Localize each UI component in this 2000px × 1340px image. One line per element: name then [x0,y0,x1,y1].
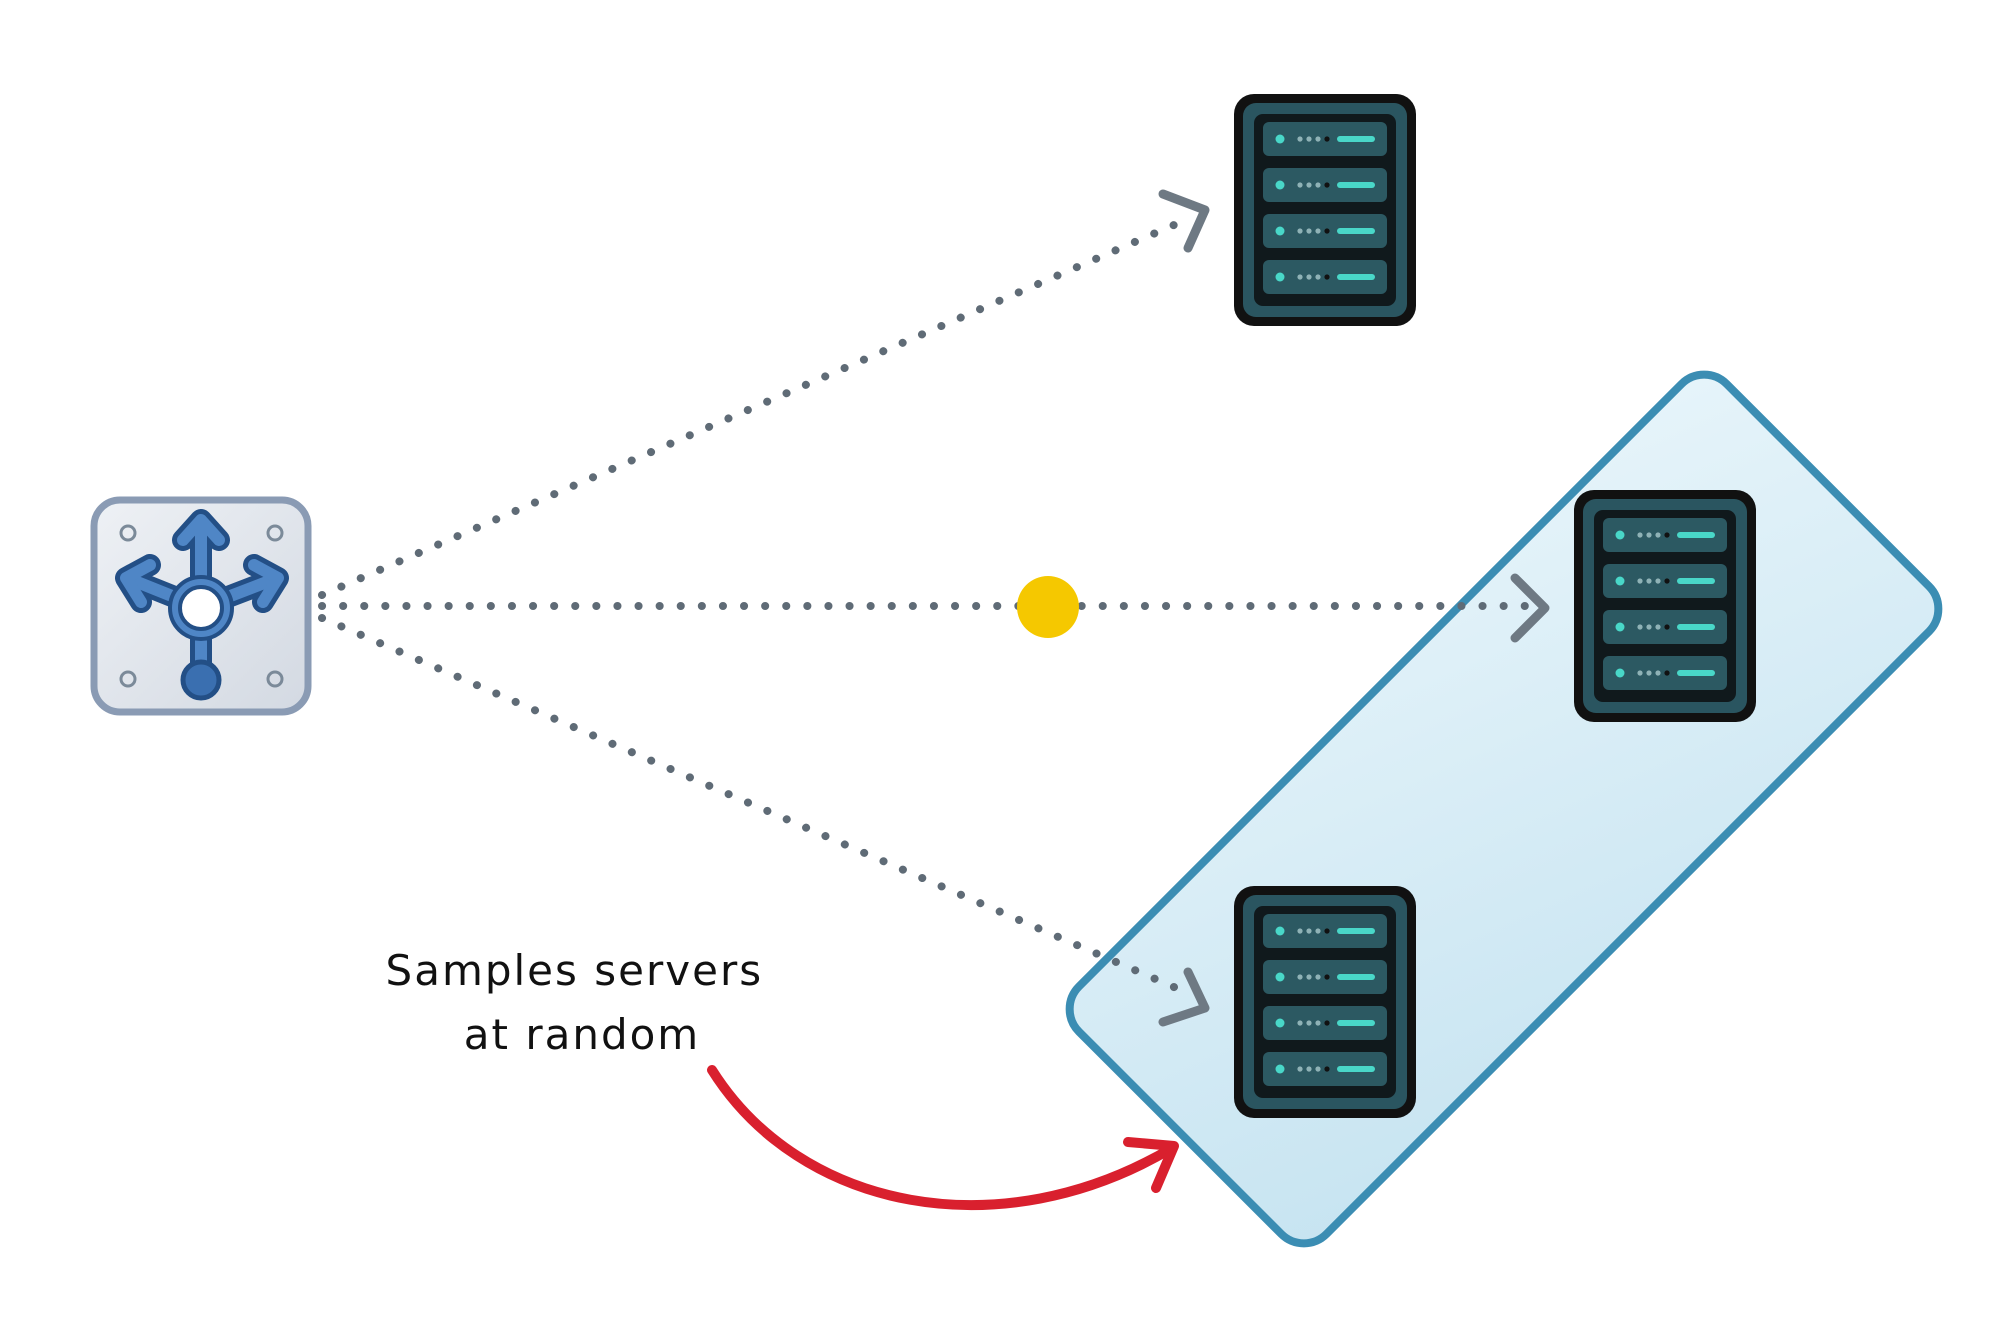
arrowhead-top [1158,189,1210,253]
link-to-top-server [318,214,1194,599]
request-dot [1017,576,1079,638]
annotation-line-1: Samples servers [386,946,764,995]
server-rack-icon [1234,886,1416,1118]
arrowhead-middle [1510,573,1550,643]
svg-text:Samples servers at random: Samples servers at random [386,946,779,1059]
link-to-bottom-server [318,614,1194,998]
server-rack-icon [1234,94,1416,326]
load-balancer-icon [90,496,312,716]
callout-arrow [707,1065,1177,1211]
selected-servers-highlight [1065,370,1943,1248]
annotation-line-2: at random [464,1010,700,1059]
arrowhead-bottom [1158,967,1210,1027]
callout-arrowhead [1123,1137,1179,1193]
server-rack-icon [1574,490,1756,722]
